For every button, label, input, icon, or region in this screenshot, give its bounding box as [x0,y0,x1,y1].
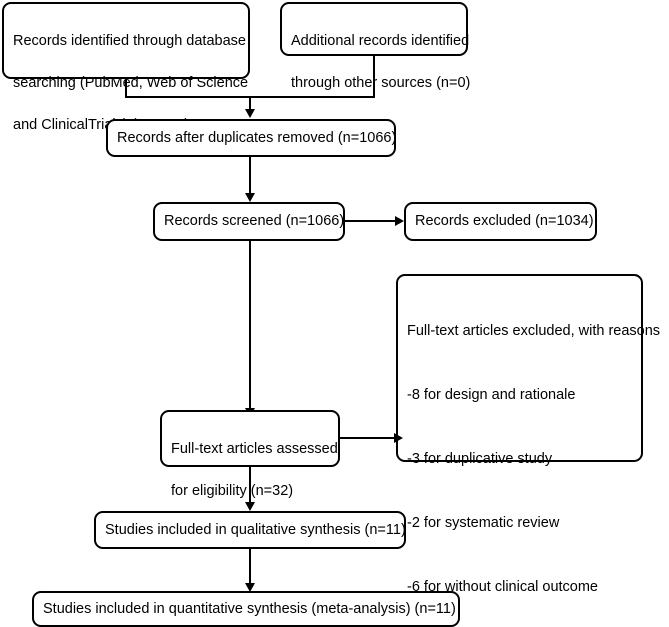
arrowhead-to-screened [245,193,255,202]
connector-screened-to-excluded [345,220,396,222]
node-line: -3 for duplicative study [407,451,553,467]
node-records-screened: Records screened (n=1066) [153,202,345,241]
node-line: through other sources (n=0) [291,75,471,91]
node-records-excluded: Records excluded (n=1034) [404,202,597,241]
node-line: -2 for systematic review [407,515,560,531]
connector-other-down [373,56,375,97]
node-fulltext-excluded-reasons: Full-text articles excluded, with reason… [396,274,661,595]
node-line: for eligibility (n=32) [171,483,294,499]
node-line: -8 for design and rationale [407,387,576,403]
node-line: Records screened (n=1066) [164,213,345,229]
node-line: Records excluded (n=1034) [415,213,594,229]
node-qualitative-synthesis: Studies included in qualitative synthesi… [94,511,406,549]
connector-qualitative-to-quantitative [249,549,251,584]
arrowhead-to-duplicates [245,109,255,118]
node-line: Studies included in quantitative synthes… [43,600,456,617]
node-quantitative-synthesis: Studies included in quantitative synthes… [32,591,460,627]
node-line: searching (PubMed, Web of Science [13,75,249,91]
node-line: Full-text articles excluded, with reason… [407,323,661,339]
connector-screened-to-fulltext [249,241,251,409]
node-line: Records identified through database [13,33,246,49]
node-line: Studies included in qualitative synthesi… [105,521,406,538]
node-duplicates-removed: Records after duplicates removed (n=1066… [106,119,396,157]
connector-database-down [125,79,127,97]
node-line: Full-text articles assessed [171,441,338,457]
arrowhead-to-records-excluded [395,216,404,226]
connector-merge-to-duplicates [249,96,251,110]
node-identification-other-sources: Additional records identified through ot… [280,2,470,91]
node-identification-database: Records identified through database sear… [2,2,250,133]
node-line: Records after duplicates removed (n=1066… [117,129,397,146]
arrowhead-to-quantitative [245,583,255,592]
connector-fulltext-to-reasons [340,437,396,439]
arrowhead-to-qualitative [245,502,255,511]
node-fulltext-assessed: Full-text articles assessed for eligibil… [160,410,340,499]
connector-duplicates-to-screened [249,157,251,194]
arrowhead-to-fulltext-excluded [394,433,403,443]
node-line: Additional records identified [291,33,470,49]
connector-fulltext-to-qualitative [249,467,251,503]
